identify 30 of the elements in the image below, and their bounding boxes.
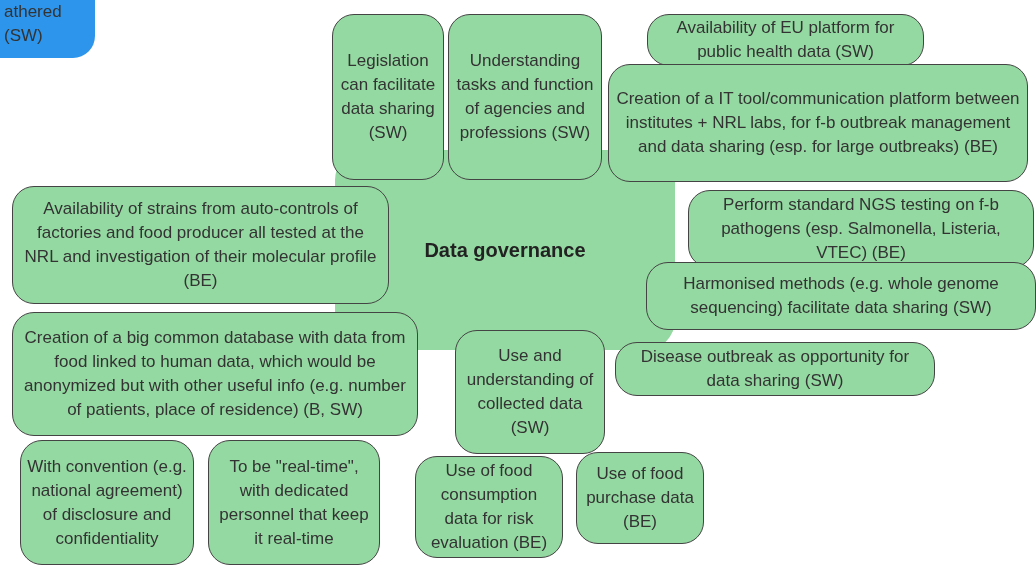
sticky-note: [448, 14, 602, 180]
sticky-note: [208, 440, 380, 565]
sticky-note: [332, 14, 444, 180]
sticky-note: [615, 342, 935, 396]
sticky-note: [576, 452, 704, 544]
sticky-note: [20, 440, 194, 565]
sticky-note: [646, 262, 1036, 330]
note-text: Use of food purchase data (BE): [585, 463, 695, 533]
note-text: Understanding tasks and function of agencies and professions (SW): [455, 50, 595, 144]
note-text: Legislation can facilitate data sharing (SW): [339, 50, 437, 144]
note-text: Creation of a IT tool/communication platform between institutes + NRL labs, for f-b outbreak management and data sharing (esp. for large outbreaks) (BE): [615, 88, 1021, 158]
note-text: With convention (e.g. national agreement) of disclosure and confidentiality: [27, 455, 187, 550]
note-text: To be "real-time", with dedicated personnel that keep it real-time: [218, 455, 370, 550]
sticky-note: [455, 330, 605, 454]
note-text: Availability of strains from auto-controls of factories and food producer all tested at the NRL and investigation of their molecular profile (BE): [23, 198, 378, 292]
note-text: Use of food consumption data for risk evaluation (BE): [429, 460, 549, 554]
topic-title: Data governance: [424, 238, 586, 262]
note-text: Perform standard NGS testing on f-b pathogens (esp. Salmonella, Listeria, VTEC) (BE): [720, 194, 1002, 264]
note-text: Availability of EU platform for public health data (SW): [675, 17, 896, 63]
note-text: athered (SW): [4, 1, 63, 47]
note-text: Harmonised methods (e.g. whole genome sequencing) facilitate data sharing (SW): [682, 273, 1000, 319]
sticky-note: [0, 0, 95, 58]
sticky-note: [415, 456, 563, 558]
sticky-note: [647, 14, 924, 66]
note-text: Disease outbreak as opportunity for data sharing (SW): [639, 346, 911, 392]
sticky-note: [608, 64, 1028, 182]
sticky-note: [12, 312, 418, 436]
note-text: Use and understanding of collected data (SW): [465, 345, 595, 439]
sticky-note: [12, 186, 389, 304]
note-text: Creation of a big common database with data from food linked to human data, which would be anonymized but with other useful info (e.g. number of patients, place of residence) (B, SW): [23, 327, 407, 421]
